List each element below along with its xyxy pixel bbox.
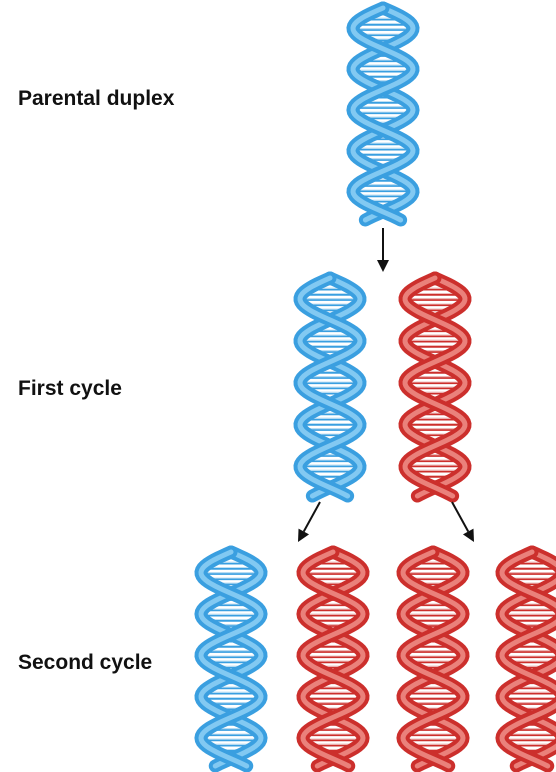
arrow-shaft [452,502,468,531]
helix-first-red [405,278,465,496]
helix-second-red-3 [502,552,556,766]
arrow-head [377,260,389,272]
helix-second-red-1 [303,552,363,766]
helix-second-blue [201,552,261,766]
arrow-first-to-second-left [298,502,320,542]
helix-parental [353,8,413,220]
arrow-first-to-second-right [452,502,474,542]
arrow-shaft [304,502,320,531]
helix-first-blue [300,278,360,496]
helix-second-red-2 [403,552,463,766]
arrow-parental-to-first [377,228,389,272]
